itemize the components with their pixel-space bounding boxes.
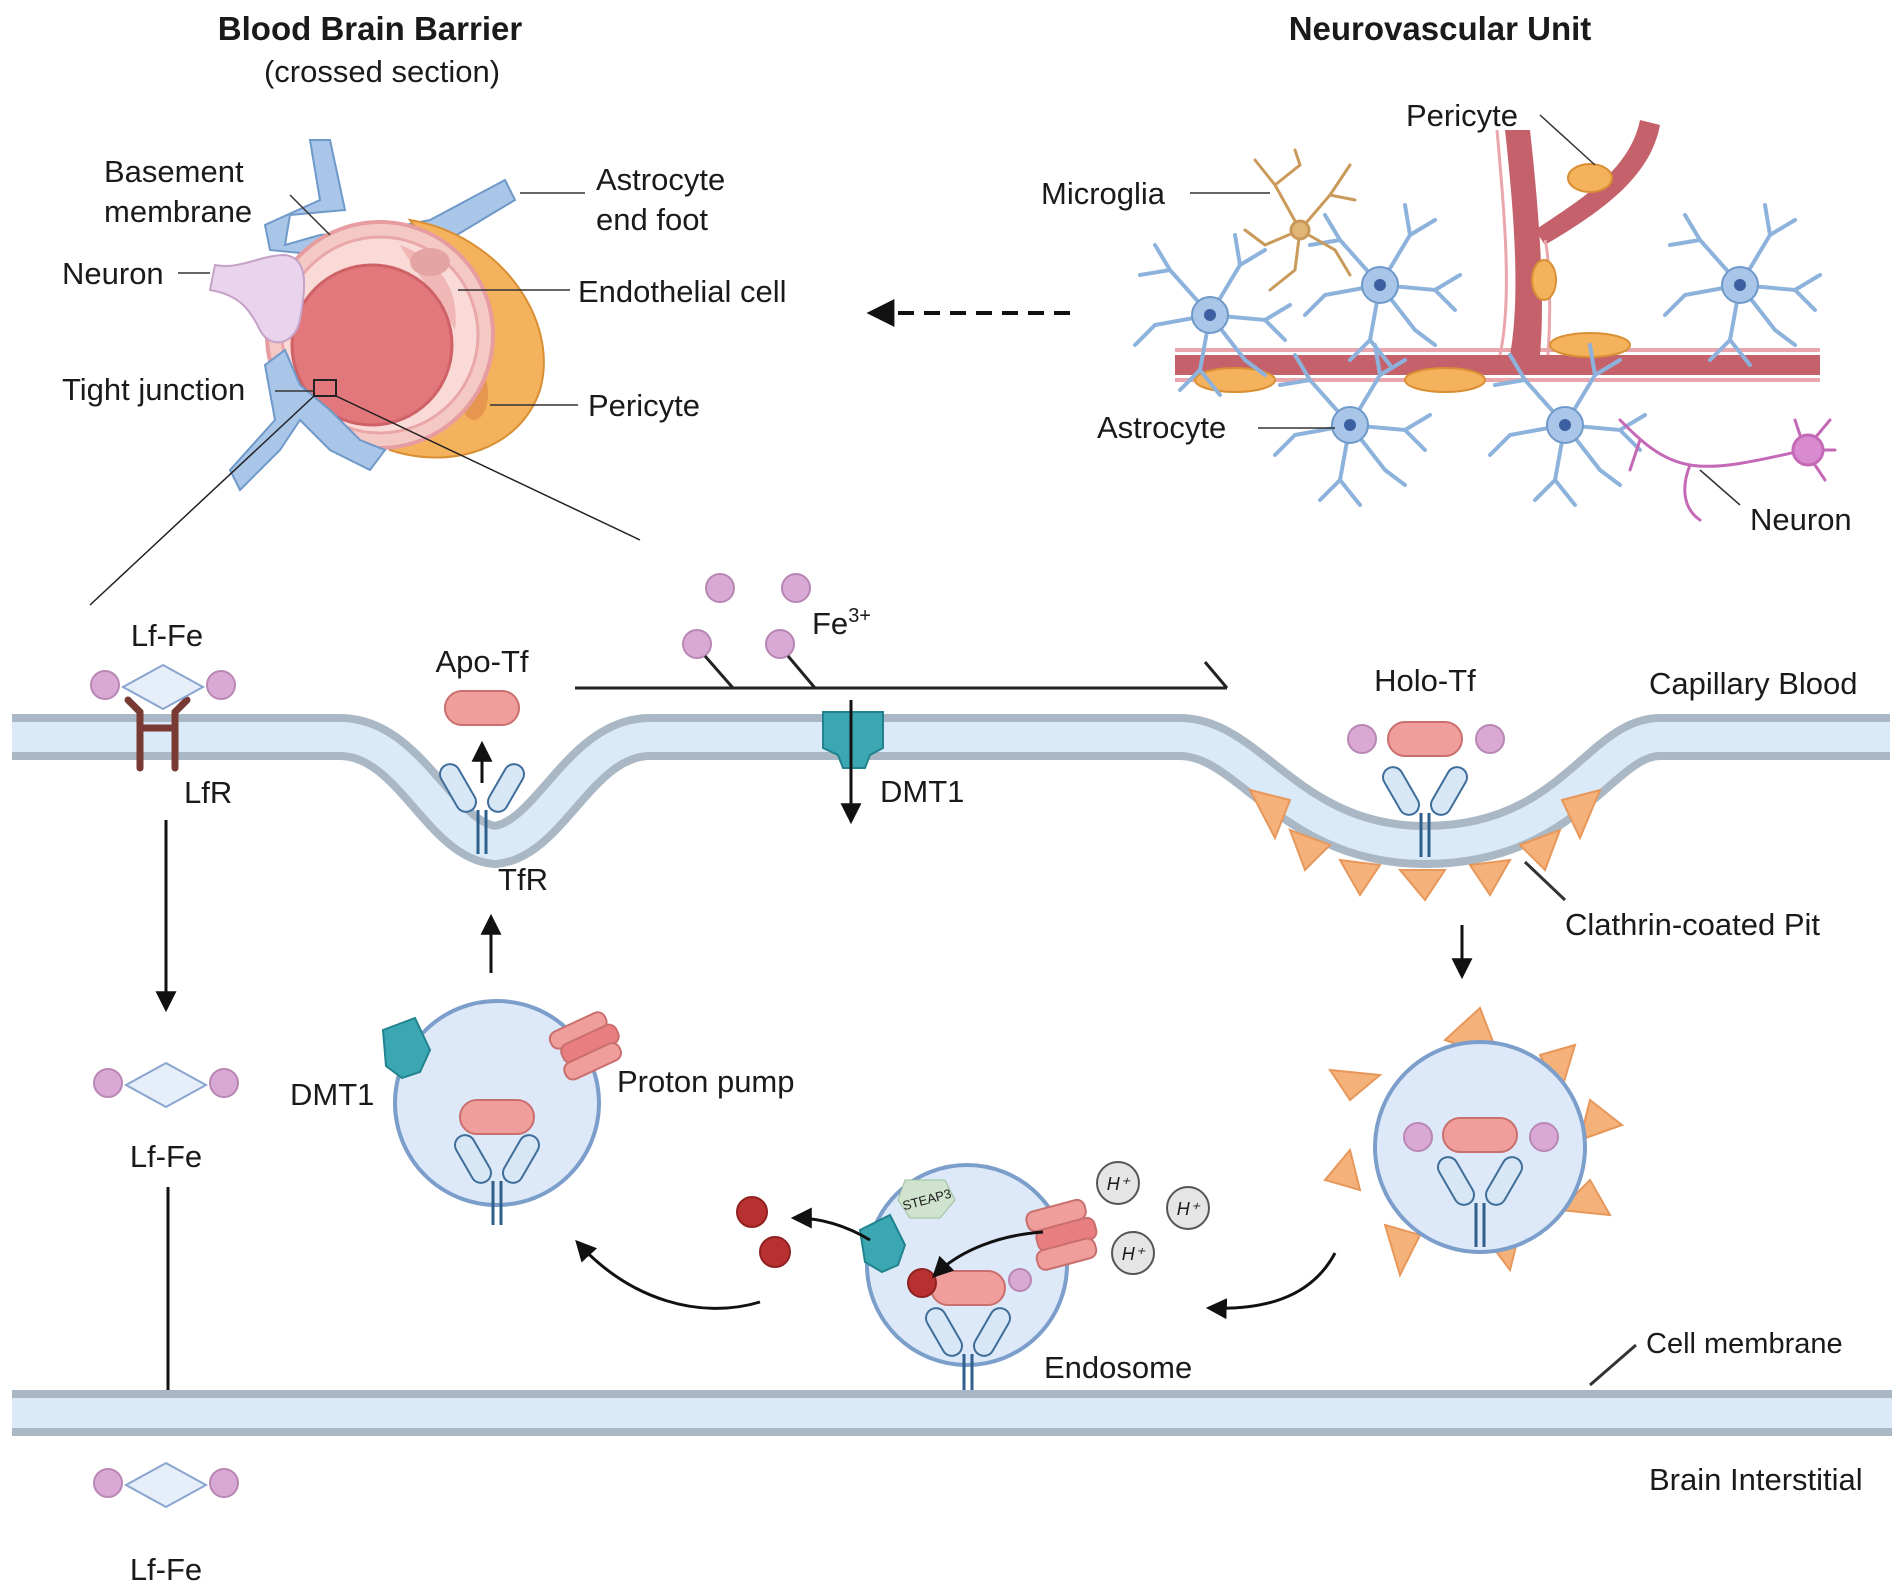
dmt1-transporter-top bbox=[822, 711, 884, 769]
ferrous-iron-1 bbox=[736, 1196, 768, 1228]
endothelial-cell-label: Endothelial cell bbox=[578, 274, 787, 309]
holo-tf-label: Holo-Tf bbox=[1374, 663, 1476, 698]
neuron-nvu bbox=[1618, 418, 1837, 522]
clathrin-coated-pit-label: Clathrin-coated Pit bbox=[1565, 907, 1820, 942]
microglia-cell bbox=[1243, 148, 1357, 292]
pericyte-label-nvu: Pericyte bbox=[1406, 98, 1518, 133]
abluminal-membrane bbox=[12, 1390, 1892, 1436]
pericyte-label-bbb: Pericyte bbox=[588, 388, 700, 423]
lf-fe-label-bottom: Lf-Fe bbox=[130, 1552, 202, 1587]
dmt1-label-left: DMT1 bbox=[290, 1077, 374, 1112]
basement-membrane-label-2: membrane bbox=[104, 194, 252, 229]
microglia-label: Microglia bbox=[1041, 176, 1166, 211]
capillary-blood-label: Capillary Blood bbox=[1649, 666, 1858, 701]
neuron-bbb bbox=[208, 253, 306, 344]
lfr-label: LfR bbox=[184, 775, 232, 810]
brain-interstitial-label: Brain Interstitial bbox=[1649, 1462, 1863, 1497]
tight-junction-label: Tight junction bbox=[62, 372, 245, 407]
neurovascular-unit: Pericyte Microglia Astrocyte Neuron bbox=[1041, 98, 1852, 537]
tight-junction-marker bbox=[313, 379, 337, 397]
endosome-label: Endosome bbox=[1044, 1350, 1192, 1385]
ferrous-iron-2 bbox=[759, 1236, 791, 1268]
h-plus-3: H⁺ bbox=[1122, 1244, 1146, 1264]
fe-label: Fe3+ bbox=[812, 605, 871, 641]
clathrin-coat-pit bbox=[1248, 788, 1602, 902]
bbb-subtitle: (crossed section) bbox=[264, 54, 500, 89]
blood-vessel bbox=[1175, 355, 1820, 375]
blood-vessel-branch bbox=[1505, 130, 1542, 355]
astrocyte-end-foot-top bbox=[263, 139, 517, 257]
endosome: STEAP3 bbox=[858, 1163, 1098, 1400]
neuron-label-nvu: Neuron bbox=[1750, 502, 1852, 537]
h-plus-2: H⁺ bbox=[1177, 1199, 1201, 1219]
coated-vesicle bbox=[1323, 1006, 1625, 1278]
basement-membrane-label-1: Basement bbox=[104, 154, 244, 189]
astrocyte-end-foot-bottom bbox=[228, 348, 387, 492]
h-plus-ions: H⁺ H⁺ H⁺ bbox=[1096, 1161, 1210, 1275]
astrocyte-end-foot-label-1: Astrocyte bbox=[596, 162, 725, 197]
lf-fe-label-mid: Lf-Fe bbox=[130, 1139, 202, 1174]
recycling-vesicle bbox=[381, 999, 622, 1227]
proton-pump-label: Proton pump bbox=[617, 1064, 795, 1099]
apo-tf-label: Apo-Tf bbox=[435, 644, 528, 679]
h-plus-1: H⁺ bbox=[1107, 1174, 1131, 1194]
astrocyte-end-foot-label-2: end foot bbox=[596, 202, 708, 237]
bbb-cross-section: Basement membrane Astrocyte end foot Neu… bbox=[62, 139, 787, 606]
dmt1-label-top: DMT1 bbox=[880, 774, 964, 809]
bbb-title: Blood Brain Barrier bbox=[218, 10, 523, 47]
lf-fe-label-top: Lf-Fe bbox=[131, 618, 203, 653]
astrocyte-label: Astrocyte bbox=[1097, 410, 1226, 445]
lactoferrin-receptor bbox=[124, 696, 191, 772]
tfr-label: TfR bbox=[498, 862, 548, 897]
neuron-label-bbb: Neuron bbox=[62, 256, 164, 291]
luminal-membrane bbox=[12, 714, 1890, 869]
cell-membrane-label: Cell membrane bbox=[1646, 1328, 1843, 1360]
nvu-title: Neurovascular Unit bbox=[1289, 10, 1592, 47]
